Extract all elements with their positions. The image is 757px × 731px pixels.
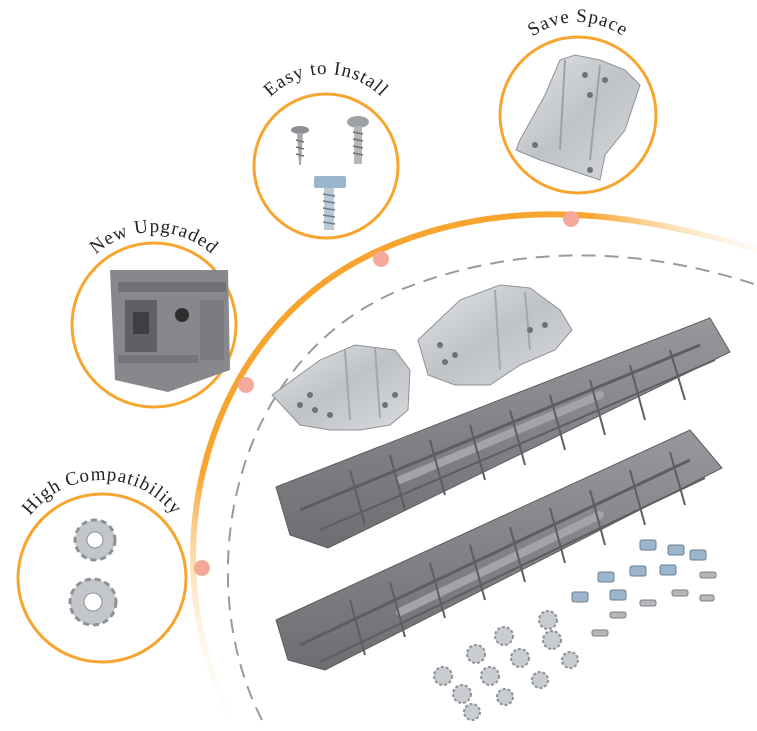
washer-icon <box>73 518 117 562</box>
screw-icon <box>347 116 369 164</box>
bracket-image <box>515 54 641 181</box>
dashed-arc <box>227 254 757 721</box>
washer-set <box>433 610 579 721</box>
metal-bracket <box>271 344 411 431</box>
washer-icon <box>68 577 118 627</box>
save-space-feature: Save Space <box>498 6 658 195</box>
stacking-rail <box>275 429 723 671</box>
screw-set <box>591 571 717 637</box>
new-upgraded-feature: New Upgraded <box>70 216 238 409</box>
metal-bracket <box>417 284 573 386</box>
arc-dot <box>563 211 579 227</box>
arc-dot <box>238 377 254 393</box>
screw-icon <box>291 126 309 165</box>
arc-dot <box>194 560 210 576</box>
stacking-rail <box>275 317 731 549</box>
easy-install-feature: Easy to Install <box>252 58 400 240</box>
high-compat-circle <box>16 492 188 664</box>
bolt-set <box>571 539 707 603</box>
high-compat-feature: High Compatibility <box>16 464 188 664</box>
bolt-icon <box>314 176 346 230</box>
arc-dot <box>373 251 389 267</box>
orange-arc <box>190 211 757 717</box>
rail-closeup-image <box>110 270 230 392</box>
